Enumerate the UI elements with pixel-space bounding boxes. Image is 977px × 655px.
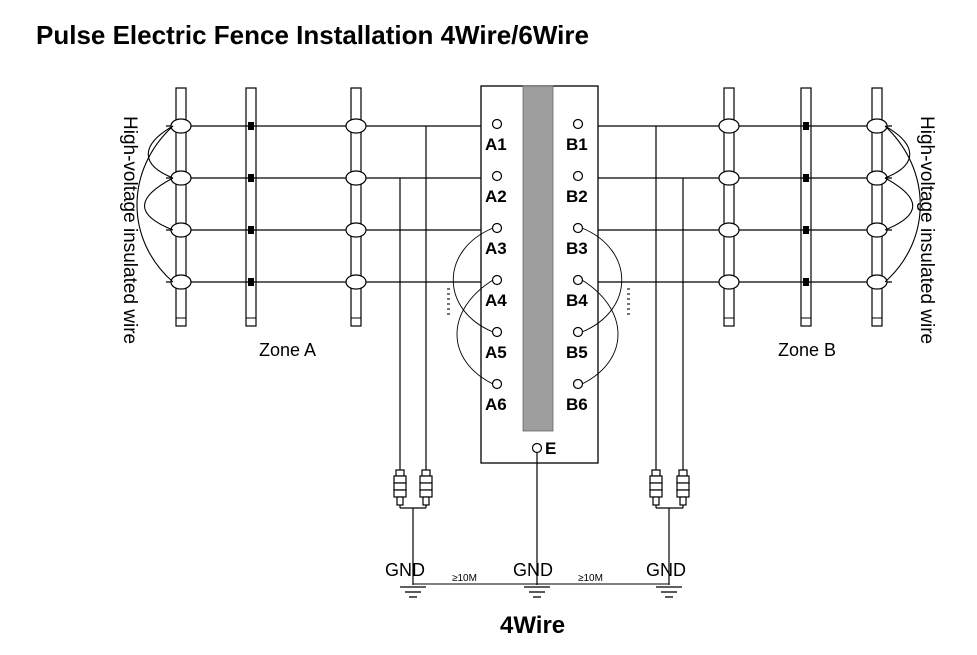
terminals-a: A1 A2 A3 A4 A5 A6 xyxy=(485,135,507,414)
controller-box xyxy=(480,85,599,464)
page-title: Pulse Electric Fence Installation 4Wire/… xyxy=(36,20,589,50)
arrester xyxy=(676,469,690,506)
arrester xyxy=(393,469,407,506)
terminal-label: B5 xyxy=(566,343,588,362)
terminal-label: B6 xyxy=(566,395,588,414)
ground-label: GND xyxy=(385,560,425,580)
insulators xyxy=(170,118,888,290)
terminal-label: B2 xyxy=(566,187,588,206)
jumper-loops xyxy=(136,125,921,283)
terminal-label: A1 xyxy=(485,135,507,154)
ground-label: GND xyxy=(513,560,553,580)
controller-stripe xyxy=(522,85,554,432)
terminal-label: A5 xyxy=(485,343,507,362)
arrester xyxy=(649,469,663,506)
side-label-right: High-voltage insulated wire xyxy=(916,116,937,344)
fence-post xyxy=(350,87,362,327)
fence-posts xyxy=(175,87,883,327)
zone-b-label: Zone B xyxy=(778,340,836,360)
earth-terminal-label: E xyxy=(545,439,556,458)
terminal-label: A3 xyxy=(485,239,507,258)
terminals-b: B1 B2 B3 B4 B5 B6 xyxy=(566,135,588,414)
distance-label: ≥10M xyxy=(578,573,603,584)
terminal-loops xyxy=(452,227,623,385)
lightning-arresters xyxy=(393,469,690,506)
ground-symbol xyxy=(524,586,550,598)
arrester xyxy=(419,469,433,506)
side-label-left: High-voltage insulated wire xyxy=(119,116,140,344)
loop-marker-right xyxy=(627,288,630,315)
fence-post xyxy=(723,87,735,327)
fence-post xyxy=(245,87,257,327)
terminal-label: B4 xyxy=(566,291,588,310)
ground-symbols xyxy=(400,586,682,598)
ground-symbol xyxy=(656,586,682,598)
diagram-caption: 4Wire xyxy=(500,612,565,639)
lead-wires xyxy=(399,126,684,585)
terminal-label: B1 xyxy=(566,135,588,154)
terminal-label: A2 xyxy=(485,187,507,206)
fence-post xyxy=(800,87,812,327)
fence-post xyxy=(871,87,883,327)
ground-label: GND xyxy=(646,560,686,580)
terminal-label: A6 xyxy=(485,395,507,414)
wire-clips xyxy=(248,122,809,286)
zone-a-label: Zone A xyxy=(259,340,316,360)
fence-post xyxy=(175,87,187,327)
ground-symbol xyxy=(400,586,426,598)
terminal-label: A4 xyxy=(485,291,507,310)
distance-label: ≥10M xyxy=(452,573,477,584)
terminal-label: B3 xyxy=(566,239,588,258)
loop-marker-left xyxy=(447,288,450,315)
